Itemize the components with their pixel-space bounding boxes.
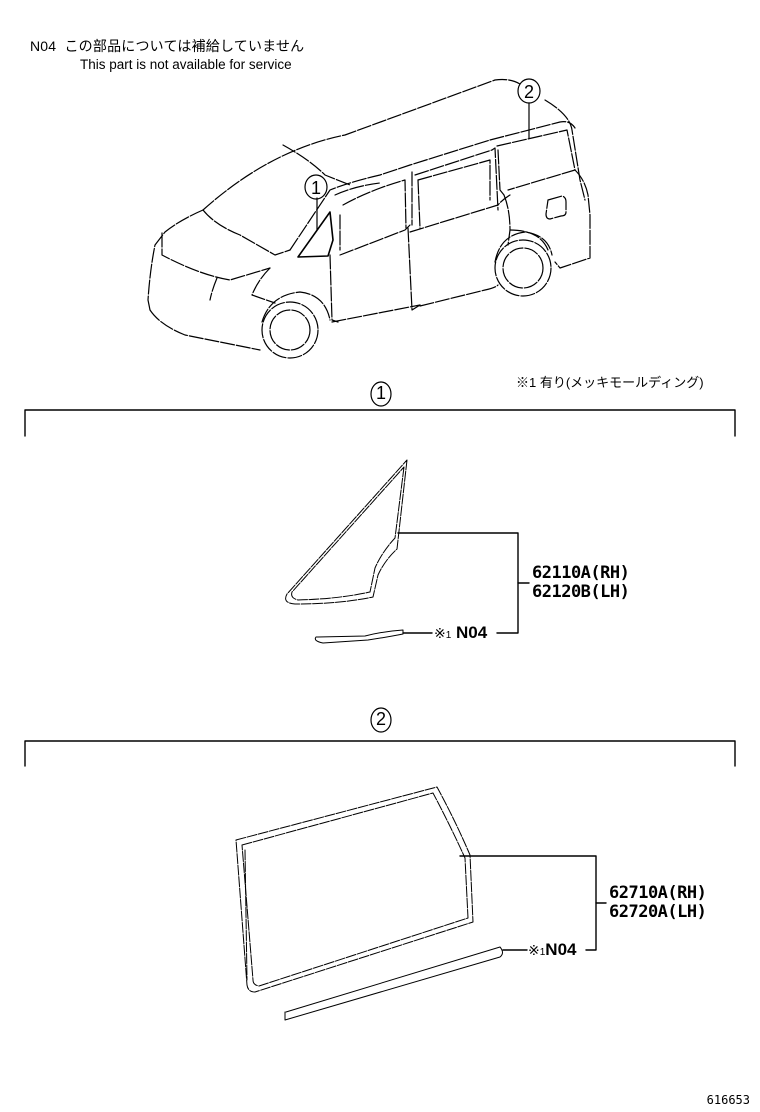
rear-molding-strip-drawing <box>284 946 503 1021</box>
section-1-bracket <box>397 532 519 634</box>
vehicle-overview-illustration <box>147 78 591 359</box>
section-1-label: 1 <box>376 383 387 403</box>
note-code: N04 <box>30 38 57 54</box>
front-molding-strip-drawing <box>314 629 404 644</box>
figure-id: 616653 <box>706 1093 750 1107</box>
front-quarter-glass-drawing <box>285 459 408 605</box>
footnote-mark: ※ <box>528 942 540 958</box>
note-japanese-text: この部品については補給していません <box>64 38 305 54</box>
section-2-frame <box>24 740 736 767</box>
part-number-lh[interactable]: 62120B(LH) <box>532 582 630 602</box>
section-2-sub-part[interactable]: ※1N04 <box>528 940 576 960</box>
footnote-plated-molding: ※1 有り(メッキモールディング) <box>516 375 704 390</box>
footnote-mark: ※ <box>434 625 446 641</box>
section-1-part-numbers: 62110A(RH) 62120B(LH) <box>532 563 630 602</box>
section-2-part-numbers: 62710A(RH) 62720A(LH) <box>609 883 707 922</box>
section-1-sub-part[interactable]: ※1 N04 <box>434 623 487 643</box>
footnote-index: 1 <box>445 630 452 641</box>
not-available-note-jp: N04 この部品については補給していません <box>30 36 304 56</box>
part-number-rh[interactable]: 62710A(RH) <box>609 883 707 903</box>
callout-1-label: 1 <box>311 178 321 198</box>
section-2-label: 2 <box>376 709 387 729</box>
callout-2-label: 2 <box>524 82 534 102</box>
callout-1-circle <box>304 174 328 200</box>
section-1-frame <box>24 409 736 437</box>
section-2-circle <box>370 707 392 733</box>
part-number-lh[interactable]: 62720A(LH) <box>609 902 707 922</box>
sub-part-code: N04 <box>456 623 488 642</box>
callout-2-circle <box>517 78 541 104</box>
sub-part-code: N04 <box>545 940 577 959</box>
rear-quarter-glass-drawing <box>235 786 474 993</box>
section-1-circle <box>370 381 392 407</box>
part-number-rh[interactable]: 62110A(RH) <box>532 563 630 583</box>
not-available-note-en: This part is not available for service <box>80 57 292 72</box>
section-2-bracket <box>459 855 597 951</box>
footnote-index: 1 <box>539 947 546 958</box>
